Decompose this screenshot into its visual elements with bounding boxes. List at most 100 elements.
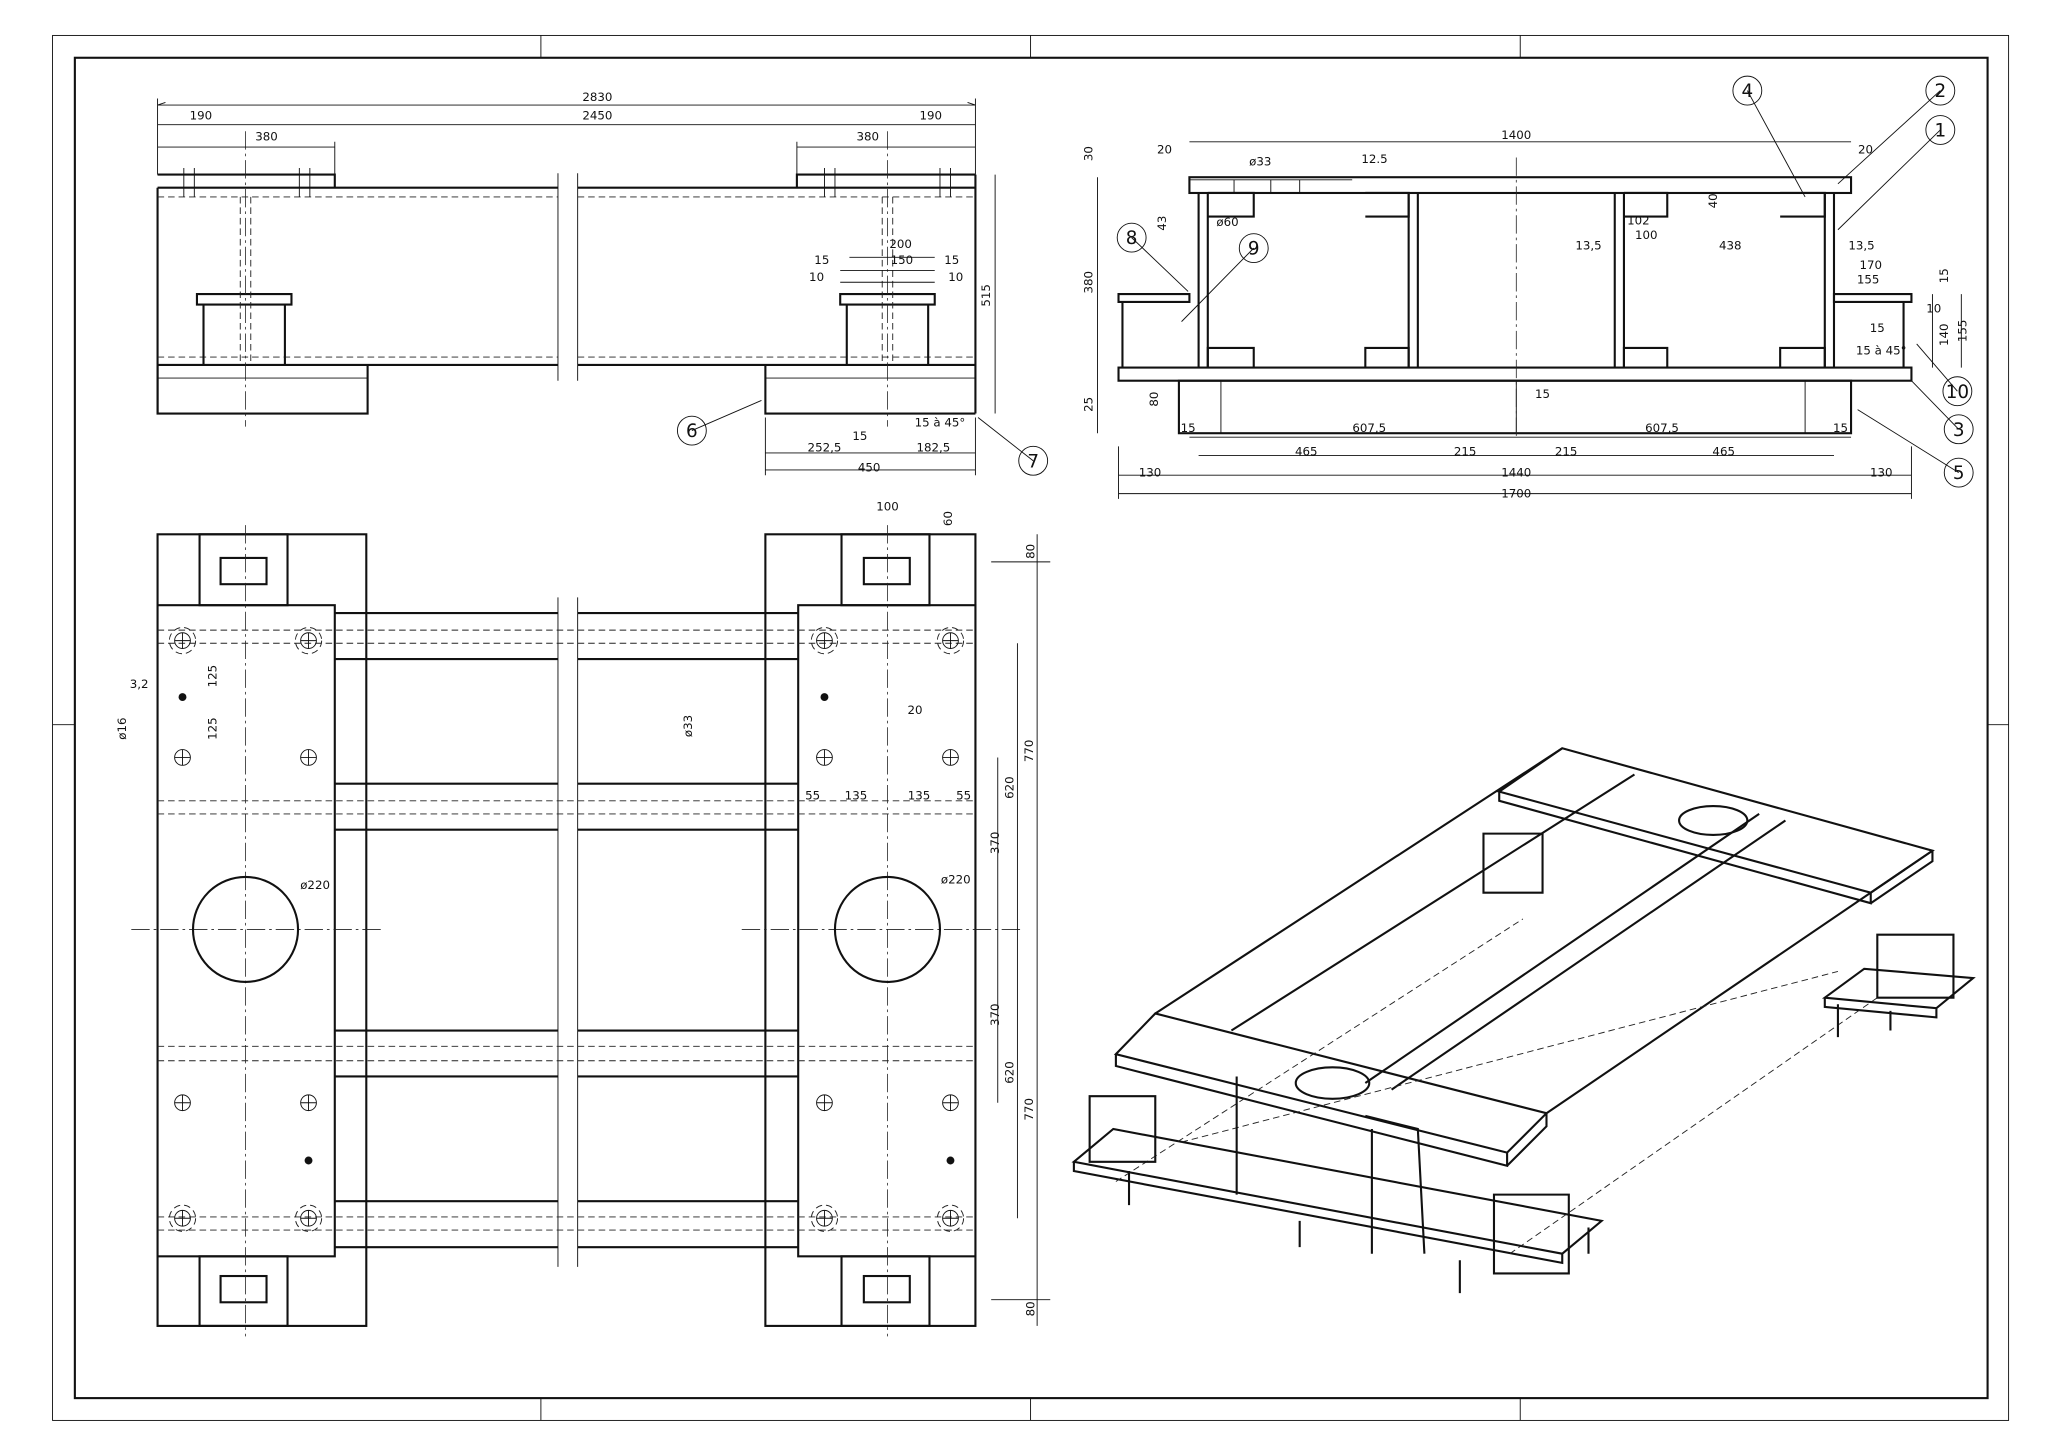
dimension-label: 438 xyxy=(1719,238,1742,252)
dimension-label: 10 xyxy=(1926,301,1941,315)
sheet-border xyxy=(52,34,2010,1421)
callout-10: 10 xyxy=(1916,343,1973,407)
side-view xyxy=(156,98,996,476)
callout-3: 3 xyxy=(1911,380,1974,445)
dimension-label: 125 xyxy=(206,717,220,740)
dimension-label: 380 xyxy=(857,129,880,143)
dimension-label: 15 à 45° xyxy=(1856,343,1907,357)
dimension-label: 1440 xyxy=(1501,466,1531,480)
dimension-label: 215 xyxy=(1454,445,1477,459)
dimension-label: 60 xyxy=(941,511,955,526)
dimension-label: 10 xyxy=(809,270,824,284)
callout-number: 4 xyxy=(1742,81,1754,102)
dimension-label: ø220 xyxy=(941,873,971,887)
dimension-label: ø60 xyxy=(1216,215,1238,229)
dimension-label: 130 xyxy=(1139,466,1162,480)
dimension-label: 182,5 xyxy=(917,441,951,455)
dimension-label: 13,5 xyxy=(1575,238,1601,252)
dimension-label: ø16 xyxy=(115,717,129,739)
callout-number: 10 xyxy=(1946,382,1969,403)
callout-number: 1 xyxy=(1934,121,1946,142)
dimension-label: 200 xyxy=(889,237,912,251)
dimension-label: 190 xyxy=(190,108,213,122)
dimension-label: 155 xyxy=(1956,320,1970,343)
callout-2: 2 xyxy=(1837,75,1956,185)
dimension-label: 370 xyxy=(988,1004,1002,1027)
dimension-label: 15 xyxy=(1181,421,1196,435)
dimension-label: 15 xyxy=(1833,421,1848,435)
dimension-label: 102 xyxy=(1627,213,1650,227)
callout-5: 5 xyxy=(1857,409,1974,488)
dimension-label: ø33 xyxy=(681,715,695,737)
dimension-label: 770 xyxy=(1022,1098,1036,1121)
dimension-label: ø220 xyxy=(300,878,330,892)
dimension-label: 80 xyxy=(1147,392,1161,407)
dimension-label: 607,5 xyxy=(1352,421,1386,435)
dimension-label: 465 xyxy=(1295,445,1318,459)
callout-number: 5 xyxy=(1953,463,1965,484)
dimension-label: 2450 xyxy=(582,108,612,122)
front-view xyxy=(1097,141,1962,499)
callout-8: 8 xyxy=(1116,222,1189,292)
dimension-label: 465 xyxy=(1712,445,1735,459)
dimension-label: 170 xyxy=(1859,258,1882,272)
dimension-label: 13,5 xyxy=(1848,238,1874,252)
callout-number: 8 xyxy=(1126,228,1138,249)
callout-number: 7 xyxy=(1027,451,1039,472)
dimension-label: 380 xyxy=(255,129,278,143)
dimension-label: 770 xyxy=(1022,740,1036,763)
dimension-label: 140 xyxy=(1937,323,1951,346)
dimension-label: ø33 xyxy=(1249,154,1271,168)
dimension-label: 370 xyxy=(988,832,1002,855)
dimension-label: 150 xyxy=(891,253,914,267)
dimension-label: 15 à 45° xyxy=(915,416,966,430)
dimension-label: 15 xyxy=(852,429,867,443)
dimension-label: 80 xyxy=(1024,1301,1038,1316)
dimension-label: 30 xyxy=(1081,146,1095,161)
dimension-label: 1700 xyxy=(1501,487,1531,501)
dimension-label: 80 xyxy=(1024,544,1038,559)
dimension-label: 125 xyxy=(206,665,220,688)
dimension-label: 380 xyxy=(1081,271,1095,294)
dimension-label: 135 xyxy=(908,788,931,802)
plan-view xyxy=(131,525,1051,1337)
callout-7: 7 xyxy=(977,417,1049,476)
dimension-label: 40 xyxy=(1706,193,1720,208)
callout-6: 6 xyxy=(676,399,762,446)
dimension-label: 450 xyxy=(858,460,881,474)
isometric-view xyxy=(1071,747,1976,1294)
dimension-label: 620 xyxy=(1002,1061,1016,1084)
dimension-label: 15 xyxy=(1937,268,1951,283)
dimension-label: 15 xyxy=(1535,387,1550,401)
dimension-label: 55 xyxy=(956,788,971,802)
dimension-label: 215 xyxy=(1555,445,1578,459)
dimension-label: 155 xyxy=(1857,273,1880,287)
dimension-label: 135 xyxy=(845,788,868,802)
dimension-label: 15 xyxy=(944,253,959,267)
dimension-label: 190 xyxy=(920,108,943,122)
callout-9: 9 xyxy=(1181,233,1269,322)
dimension-label: 15 xyxy=(814,253,829,267)
dimension-label: 10 xyxy=(948,270,963,284)
dimension-label: 100 xyxy=(876,500,899,514)
dimension-label: 100 xyxy=(1635,228,1658,242)
dimension-label: 252,5 xyxy=(808,441,842,455)
dimension-label: 20 xyxy=(1858,143,1873,157)
callout-number: 3 xyxy=(1953,420,1965,441)
dimension-label: 15 xyxy=(1870,321,1885,335)
dimension-label: 1400 xyxy=(1501,128,1531,142)
dimension-label: 620 xyxy=(1002,776,1016,799)
dimension-label: 25 xyxy=(1081,397,1095,412)
dimension-label: 515 xyxy=(979,284,993,307)
callout-number: 6 xyxy=(686,421,698,442)
callout-number: 2 xyxy=(1934,81,1946,102)
dimension-label: 20 xyxy=(908,703,923,717)
dimension-label: 607,5 xyxy=(1645,421,1679,435)
dimension-label: 43 xyxy=(1155,216,1169,231)
dimension-label: 55 xyxy=(805,788,820,802)
dimension-label: 2830 xyxy=(582,90,612,104)
dimension-label: 12.5 xyxy=(1361,152,1387,166)
dimension-label: 130 xyxy=(1870,466,1893,480)
callout-1: 1 xyxy=(1837,115,1956,231)
